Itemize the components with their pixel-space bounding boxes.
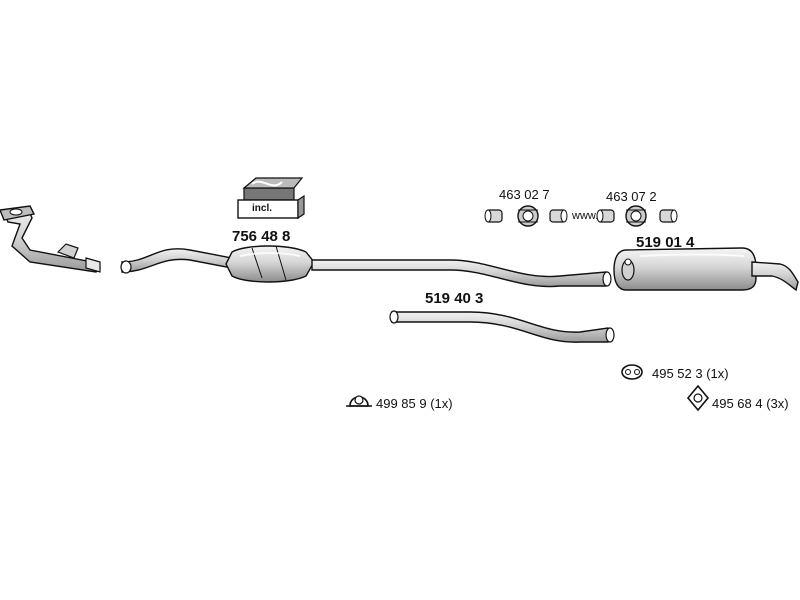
kit-box-text: incl. bbox=[252, 203, 273, 214]
rear-silencer-part-number: 519 01 4 bbox=[636, 234, 695, 251]
kit-box-icon bbox=[237, 177, 305, 220]
hanger-b-icon[interactable] bbox=[621, 364, 643, 380]
hanger-a-icon[interactable] bbox=[346, 395, 372, 407]
hanger-b-label: 495 52 3 (1x) bbox=[652, 366, 729, 381]
clamp-b-part-number: 463 07 2 bbox=[606, 189, 657, 204]
gasket-label: 495 68 4 (3x) bbox=[712, 396, 789, 411]
front-pipe[interactable] bbox=[0, 205, 102, 273]
intermediate-pipe[interactable] bbox=[389, 310, 615, 343]
intermediate-pipe-part-number: 519 40 3 bbox=[425, 290, 484, 307]
rear-silencer[interactable] bbox=[613, 247, 799, 292]
clamp-a-part-number: 463 02 7 bbox=[499, 187, 550, 202]
catalyst-part-number: 756 48 8 bbox=[232, 228, 291, 245]
gasket-icon[interactable] bbox=[686, 384, 710, 412]
catalytic-converter[interactable] bbox=[120, 245, 315, 283]
clamp-set-a-icon[interactable] bbox=[484, 205, 568, 227]
hanger-a-label: 499 85 9 (1x) bbox=[376, 396, 453, 411]
clamp-set-b-icon[interactable] bbox=[596, 205, 678, 227]
centre-pipe[interactable] bbox=[311, 259, 612, 288]
www-text: www. bbox=[572, 210, 599, 222]
